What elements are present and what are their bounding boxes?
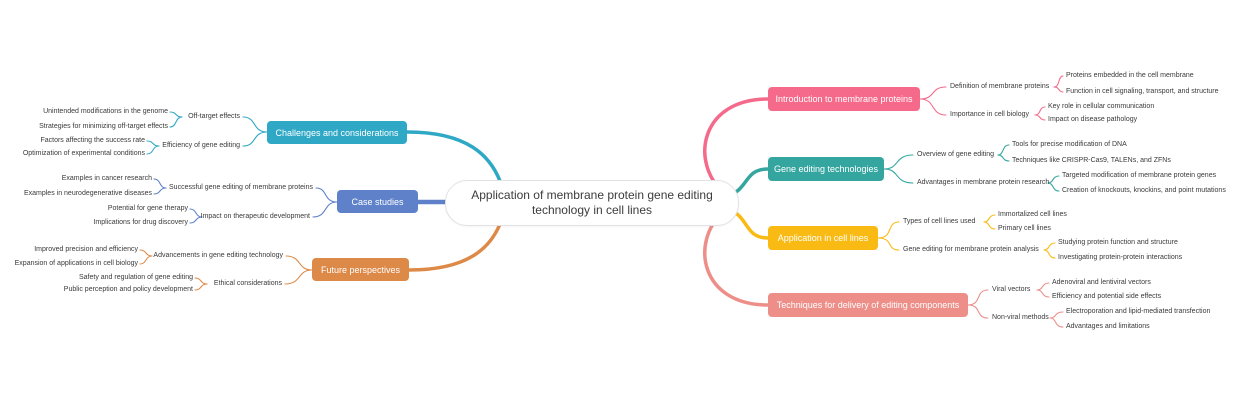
leaf-topic[interactable]: Targeted modification of membrane protei… — [1062, 172, 1217, 179]
subtopic-efficiency-gene-editing[interactable]: Efficiency of gene editing — [162, 142, 240, 149]
connector-challenges-sub2-leaf2 — [146, 145, 160, 155]
leaf-topic[interactable]: Factors affecting the success rate — [40, 137, 145, 144]
leaf-topic[interactable]: Proteins embedded in the cell membrane — [1066, 72, 1194, 79]
connector-case-sub2-leaf2 — [189, 216, 203, 224]
connector-gene-sub1 — [883, 154, 914, 170]
leaf-topic[interactable]: Public perception and policy development — [63, 286, 193, 293]
leaf-topic[interactable]: Advantages and limitations — [1066, 323, 1150, 330]
connector-challenges-sub1-leaf1 — [169, 111, 183, 118]
connector-case-sub2 — [312, 201, 338, 218]
connector-app-sub1-leaf2 — [983, 221, 996, 230]
leaf-topic[interactable]: Function in cell signaling, transport, a… — [1066, 88, 1219, 95]
leaf-topic[interactable]: Investigating protein-protein interactio… — [1058, 254, 1183, 261]
subtopic-gene-editing-analysis[interactable]: Gene editing for membrane protein analys… — [903, 246, 1039, 253]
subtopic-non-viral-methods[interactable]: Non-viral methods — [992, 314, 1049, 321]
connector-central-to-intro — [703, 97, 770, 194]
leaf-topic[interactable]: Examples in cancer research — [61, 175, 152, 182]
subtopic-successful-gene-editing[interactable]: Successful gene editing of membrane prot… — [169, 184, 313, 191]
leaf-topic[interactable]: Unintended modifications in the genome — [43, 108, 168, 115]
leaf-topic[interactable]: Key role in cellular communication — [1048, 103, 1155, 110]
subtopic-advantages-membrane-research[interactable]: Advantages in membrane protein research — [917, 179, 1050, 186]
connector-delivery-sub1-leaf1 — [1036, 282, 1050, 291]
connector-gene-sub1-leaf1 — [997, 144, 1010, 156]
leaf-topic[interactable]: Strategies for minimizing off-target eff… — [39, 123, 168, 130]
branch-delivery-techniques[interactable]: Techniques for delivery of editing compo… — [768, 293, 968, 317]
connector-intro-sub2-leaf2 — [1034, 114, 1046, 121]
leaf-topic[interactable]: Electroporation and lipid-mediated trans… — [1066, 308, 1211, 315]
connector-challenges-sub2-leaf1 — [146, 140, 160, 147]
connector-intro-sub1-leaf2 — [1053, 86, 1064, 93]
connector-case-sub1-leaf2 — [153, 187, 167, 195]
connector-future-sub1 — [285, 255, 313, 271]
connector-app-sub2 — [877, 237, 900, 251]
connector-gene-sub1-leaf2 — [997, 154, 1010, 162]
connector-future-sub2-leaf2 — [194, 283, 208, 291]
connector-app-sub2-leaf2 — [1043, 249, 1056, 259]
connector-challenges-sub2 — [242, 131, 268, 147]
leaf-topic[interactable]: Safety and regulation of gene editing — [78, 274, 193, 281]
connector-app-sub1-leaf1 — [983, 214, 996, 223]
leaf-topic[interactable]: Adenoviral and lentiviral vectors — [1052, 279, 1151, 286]
connector-case-sub1 — [315, 187, 338, 203]
leaf-topic[interactable]: Optimization of experimental conditions — [22, 150, 145, 157]
connector-gene-sub2 — [883, 168, 914, 184]
leaf-topic[interactable]: Primary cell lines — [998, 225, 1051, 232]
connector-challenges-sub1 — [242, 116, 268, 133]
central-topic-line2: technology in cell lines — [531, 203, 653, 217]
connector-delivery-sub2-leaf2 — [1049, 317, 1064, 328]
connector-case-sub1-leaf1 — [153, 178, 167, 189]
leaf-topic[interactable]: Impact on disease pathology — [1048, 116, 1138, 123]
leaf-topic[interactable]: Creation of knockouts, knockins, and poi… — [1062, 187, 1226, 194]
leaf-topic[interactable]: Efficiency and potential side effects — [1052, 293, 1162, 300]
connector-central-to-challenges — [405, 130, 502, 183]
subtopic-definition-membrane-proteins[interactable]: Definition of membrane proteins — [950, 83, 1050, 90]
connector-intro-sub2 — [919, 98, 947, 116]
leaf-topic[interactable]: Expansion of applications in cell biolog… — [14, 260, 138, 267]
connector-delivery-sub1 — [967, 289, 989, 306]
connector-intro-sub2-leaf1 — [1034, 106, 1046, 116]
subtopic-types-cell-lines[interactable]: Types of cell lines used — [903, 218, 976, 225]
connector-future-sub1-leaf2 — [139, 255, 153, 265]
connector-delivery-sub1-leaf2 — [1036, 289, 1050, 298]
leaf-topic[interactable]: Implications for drug discovery — [93, 219, 188, 226]
connector-delivery-sub2 — [967, 304, 989, 319]
connector-gene-sub2-leaf2 — [1047, 182, 1060, 192]
leaf-topic[interactable]: Immortalized cell lines — [998, 211, 1067, 218]
branch-challenges-considerations[interactable]: Challenges and considerations — [267, 121, 407, 144]
connector-future-sub2-leaf1 — [194, 277, 208, 285]
subtopic-viral-vectors[interactable]: Viral vectors — [992, 286, 1031, 293]
leaf-topic[interactable]: Potential for gene therapy — [107, 205, 188, 212]
leaf-topic[interactable]: Studying protein function and structure — [1058, 239, 1178, 246]
branch-application-cell-lines[interactable]: Application in cell lines — [768, 226, 878, 250]
central-topic[interactable]: Application of membrane protein gene edi… — [445, 180, 739, 226]
central-topic-line1: Application of membrane protein gene edi… — [471, 188, 713, 202]
connector-challenges-sub1-leaf2 — [169, 116, 183, 128]
subtopic-ethical-considerations[interactable]: Ethical considerations — [213, 280, 282, 287]
subtopic-advancements-technology[interactable]: Advancements in gene editing technology — [153, 252, 283, 259]
connector-future-sub1-leaf1 — [139, 249, 153, 257]
branch-case-studies[interactable]: Case studies — [337, 190, 418, 213]
branch-future-perspectives[interactable]: Future perspectives — [312, 258, 409, 281]
leaf-topic[interactable]: Improved precision and efficiency — [34, 246, 138, 253]
connector-gene-sub2-leaf1 — [1047, 175, 1060, 184]
subtopic-importance-cell-biology[interactable]: Importance in cell biology — [950, 111, 1029, 118]
branch-intro-membrane-proteins[interactable]: Introduction to membrane proteins — [768, 87, 920, 111]
connector-app-sub2-leaf1 — [1043, 242, 1056, 251]
connector-central-to-future — [407, 222, 502, 272]
leaf-topic[interactable]: Examples in neurodegenerative diseases — [23, 190, 152, 197]
connector-app-sub1 — [877, 221, 900, 239]
subtopic-therapeutic-development[interactable]: Impact on therapeutic development — [200, 213, 310, 220]
subtopic-overview-gene-editing[interactable]: Overview of gene editing — [917, 151, 995, 158]
leaf-topic[interactable]: Techniques like CRISPR-Cas9, TALENs, and… — [1012, 157, 1171, 164]
connector-intro-sub1 — [919, 86, 947, 100]
connector-future-sub2 — [284, 269, 313, 285]
subtopic-off-target-effects[interactable]: Off-target effects — [188, 113, 240, 120]
connector-delivery-sub2-leaf1 — [1049, 311, 1064, 319]
connector-intro-sub1-leaf1 — [1053, 75, 1064, 88]
branch-gene-editing-technologies[interactable]: Gene editing technologies — [768, 157, 884, 181]
leaf-topic[interactable]: Tools for precise modification of DNA — [1012, 141, 1127, 148]
